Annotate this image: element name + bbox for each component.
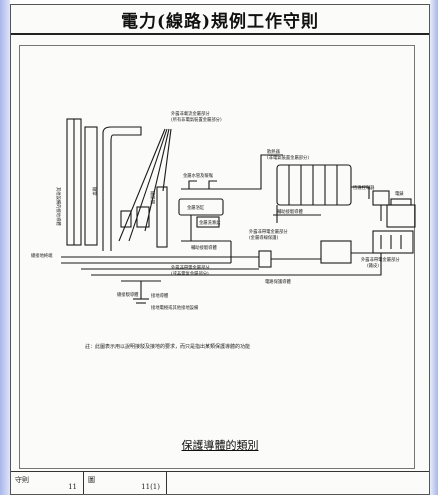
radiator <box>276 164 352 206</box>
label-exposed-part-3-sub: (鐵皮) <box>367 262 379 269</box>
label-bath: 金屬浴缸 <box>187 204 205 211</box>
diagram-frame <box>19 45 415 469</box>
right-blue-edge <box>430 0 438 495</box>
label-equipment: 總掣 <box>91 187 98 196</box>
label-aux-bond-2: 輔助接駁導體 <box>277 208 303 215</box>
document-page: 電力(線路)規例工作守則 <box>10 4 430 495</box>
footer-code-label: 守則 <box>15 476 29 484</box>
title-bar: 電力(線路)規例工作守則 <box>11 5 429 35</box>
footer-figure-value: 11(1) <box>141 483 160 491</box>
label-main-bond: 總接駁導體 <box>117 291 139 298</box>
document-title: 電力(線路)規例工作守則 <box>120 11 320 32</box>
label-vertical: 其他設備的接地導體 <box>55 187 62 226</box>
label-heater: 散熱器 <box>267 148 281 155</box>
diagram-note: 註：此圖表示用以說明接駁及接地的要求，而只是指出某類保護導體的功能 <box>85 344 251 350</box>
footer-code-cell: 守則 11 <box>11 472 84 494</box>
label-aux-bond: 輔助接駁導體 <box>191 244 217 251</box>
water-heater <box>372 230 414 254</box>
thermostat-box <box>372 190 390 206</box>
label-exposed-part-sub: (或非電氣金屬部分) <box>171 270 209 277</box>
footer-figure-cell: 圖 11(1) <box>84 472 167 494</box>
label-water-pipe: 金屬水管及暖喉 <box>183 172 214 179</box>
protective-conductor-diagram: 外露非載流金屬部分 (所有非電氣裝置金屬部分) 散熱器 (非電氣裝置金屬部分) … <box>31 110 416 311</box>
footer-code-value: 11 <box>68 483 77 491</box>
label-cpc: 電路保護導體 <box>265 278 291 285</box>
label-circuit: 總開關 <box>149 191 156 204</box>
label-exposed-metal-top: 外露非載流金屬部分 <box>171 110 210 117</box>
footer-figure-label: 圖 <box>88 476 95 484</box>
label-sink: 金屬洗滌盆 <box>199 219 221 226</box>
metal-bath <box>178 198 224 216</box>
footer-blank-cell <box>167 472 429 494</box>
label-earth-electrode: 接地電極或其他接地設備 <box>151 304 199 311</box>
label-exposed-part-2: 外露非帶電金屬部分 <box>249 228 288 235</box>
label-exposed-part-2-sub: (金屬導線保護) <box>249 234 278 241</box>
label-heater-sub: (非電氣裝置金屬部分) <box>267 154 309 161</box>
label-controller: 恆溫控制器 <box>353 184 375 191</box>
figure-caption: 保護導體的類別 <box>181 439 259 452</box>
label-meter: 電錶 <box>395 190 404 197</box>
label-terminal: 總接地終端 <box>31 252 53 259</box>
label-exposed-metal-top-sub: (所有非電氣裝置金屬部分) <box>171 116 222 123</box>
label-exposed-part: 外露非帶電金屬部分 <box>171 264 210 271</box>
label-earthing-conductor: 接地導體 <box>151 292 169 299</box>
left-blue-edge <box>0 0 10 495</box>
label-exposed-part-3: 外露非帶電金屬部分 <box>361 256 400 263</box>
footer-table: 守則 11 圖 11(1) <box>11 471 429 494</box>
